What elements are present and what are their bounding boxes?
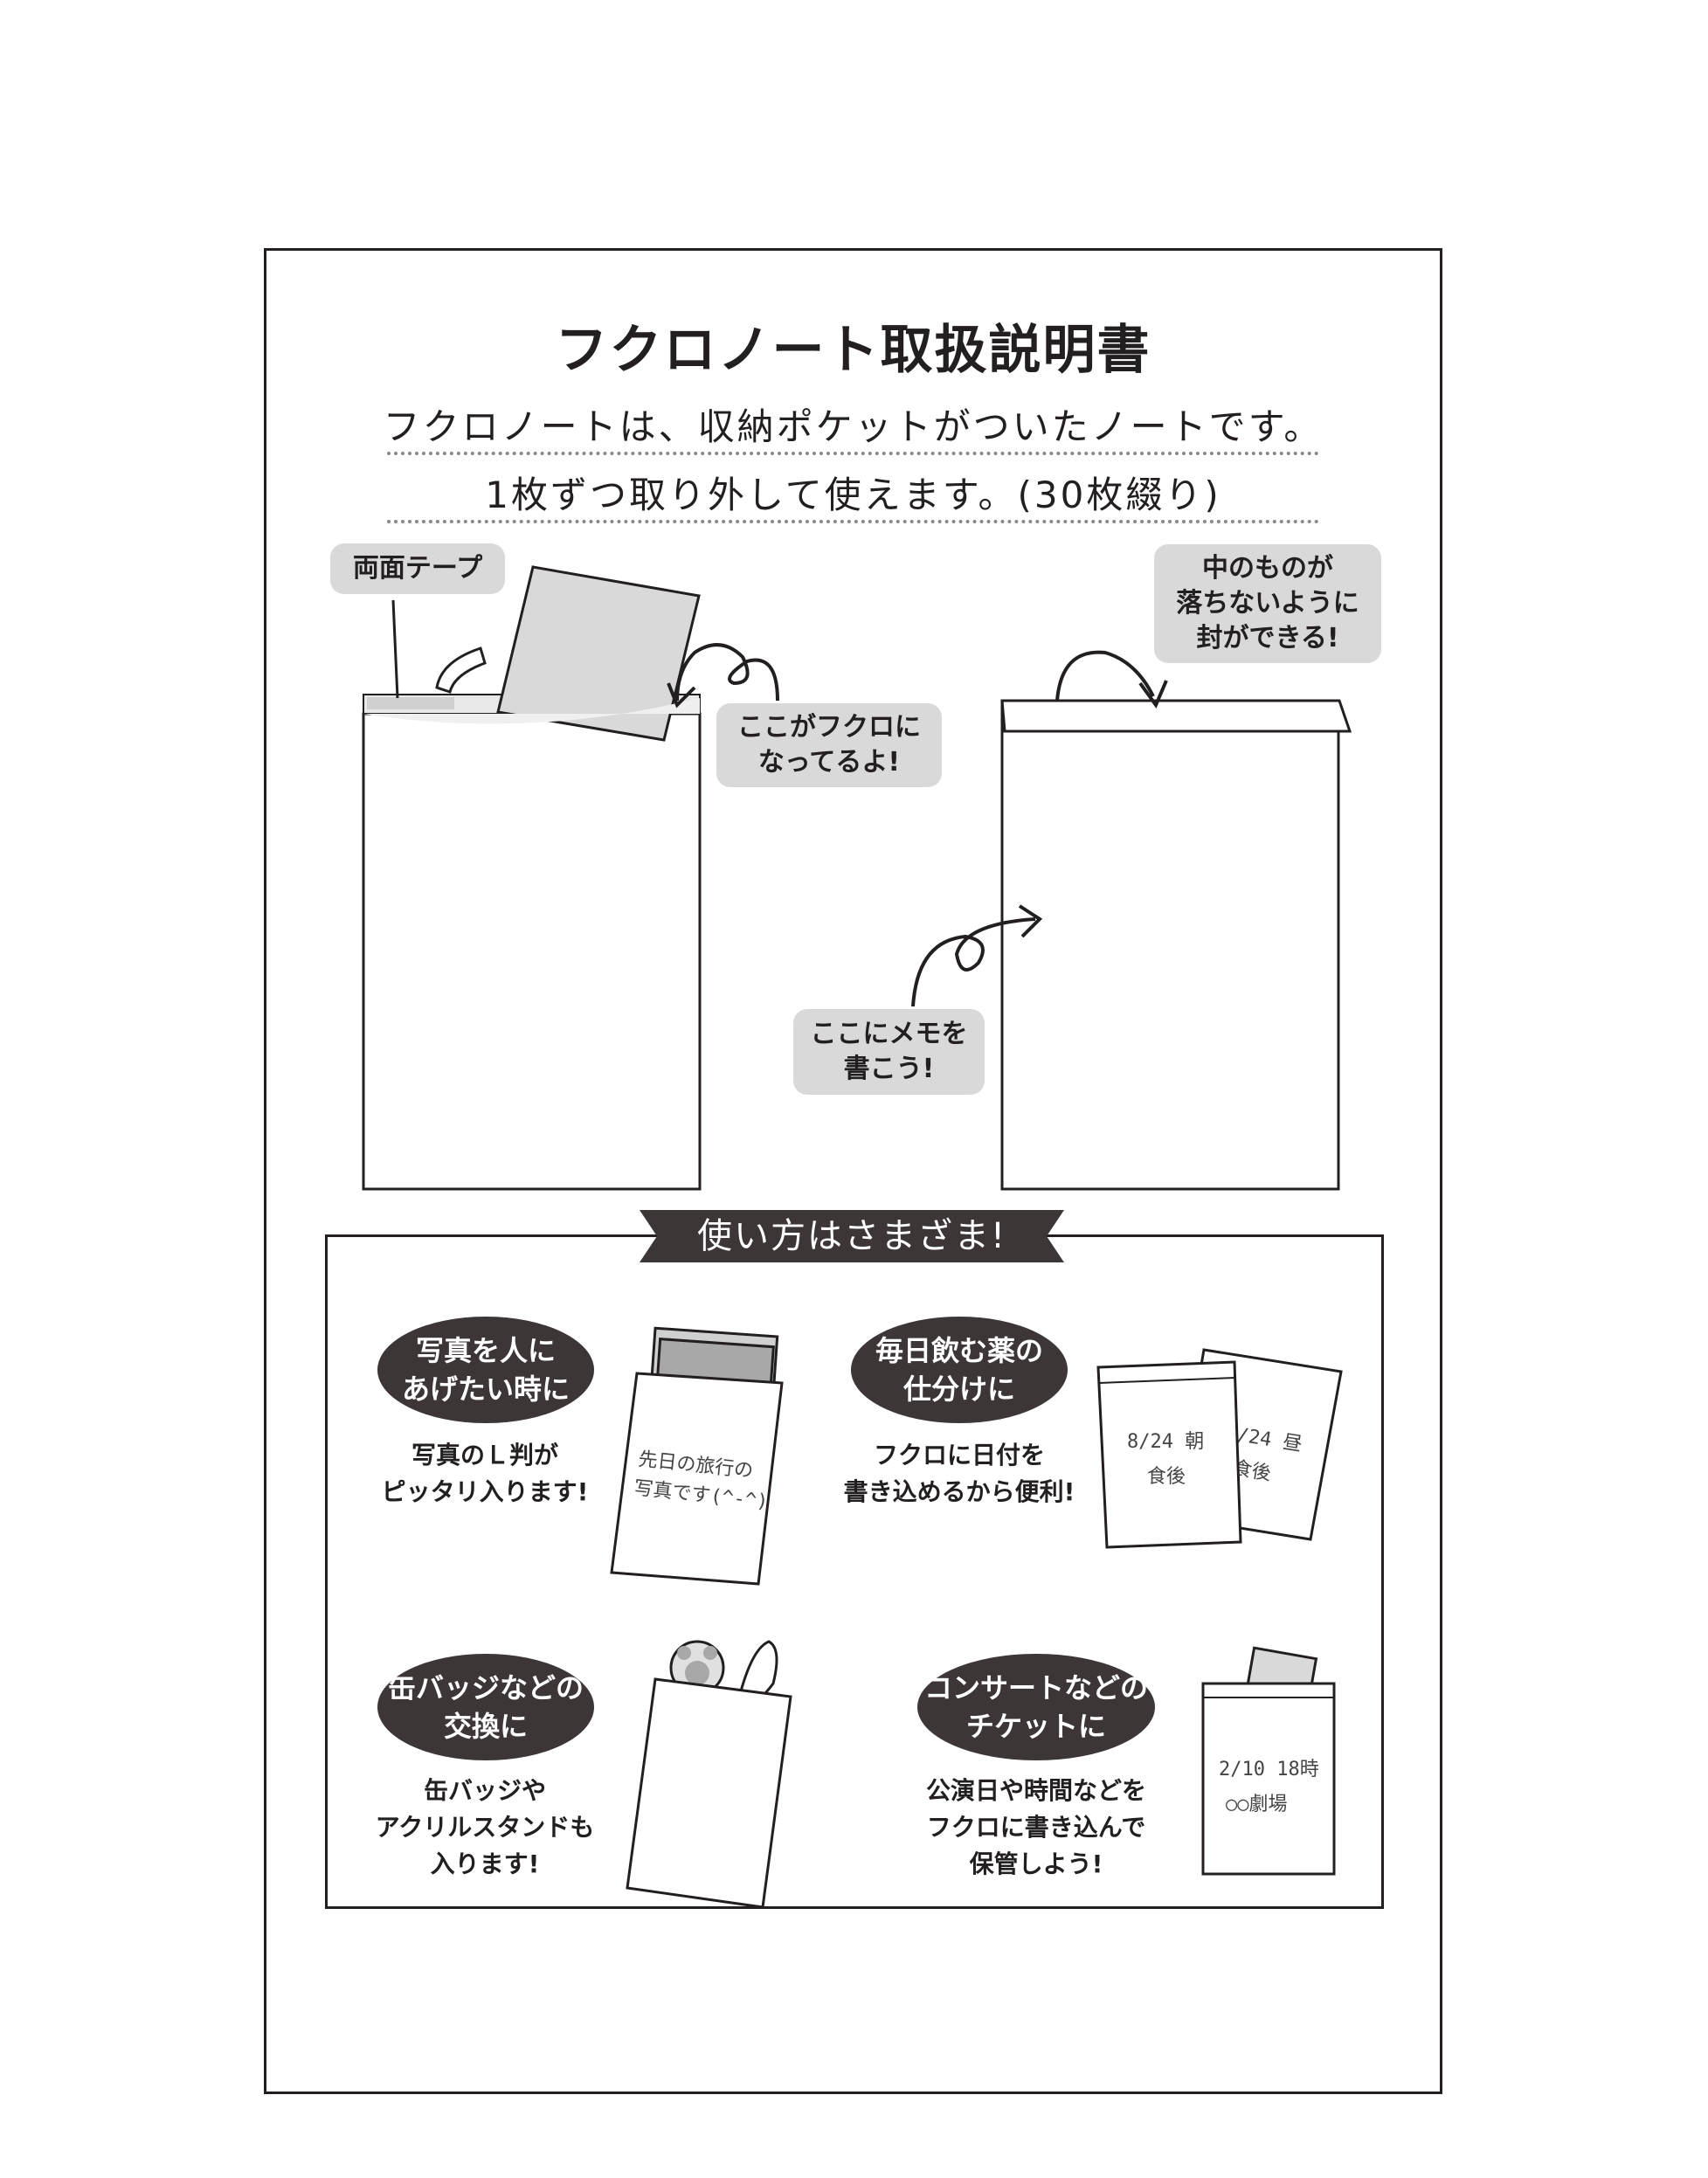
dotted-divider-2 bbox=[387, 520, 1319, 523]
tape-strip bbox=[367, 697, 454, 709]
ticket-pocket-icon bbox=[1201, 1682, 1336, 1876]
dotted-divider-1 bbox=[387, 452, 1319, 455]
usage-photo-title: 写真を人に あげたい時に bbox=[377, 1317, 594, 1423]
curly-arrow-memo bbox=[911, 917, 1036, 1007]
usage-ticket-title: コンサートなどの チケットに bbox=[917, 1654, 1155, 1760]
usage-heading: 使い方はさまざま! bbox=[696, 1216, 1007, 1256]
intro-line-2: 1枚ずつ取り外して使えます。(30枚綴り) bbox=[485, 474, 1221, 516]
usage-ticket-desc: 公演日や時間などを フクロに書き込んで 保管しよう! bbox=[925, 1776, 1146, 1878]
notebook-page-left bbox=[362, 712, 702, 1191]
page-title: フクロノート取扱説明書 bbox=[555, 320, 1151, 381]
ticket-note-line1: 2/10 18時 bbox=[1219, 1759, 1319, 1780]
medicine-note-a2: 食後 bbox=[1147, 1466, 1186, 1488]
badge-pocket-icon bbox=[626, 1677, 792, 1909]
usage-banner bbox=[640, 1210, 1064, 1262]
diagram-illustration bbox=[362, 565, 1352, 1191]
inserted-paper-icon bbox=[496, 565, 701, 742]
arrow-head-pocket bbox=[667, 682, 696, 709]
usage-badge-title: 缶バッジなどの 交換に bbox=[377, 1654, 594, 1760]
usage-medicine-title: 毎日飲む薬の 仕分けに bbox=[851, 1317, 1068, 1423]
photo-pocket-icon bbox=[610, 1372, 784, 1586]
usage-photo-desc: 写真のＬ判が ピッタリ入ります! bbox=[381, 1441, 589, 1506]
seal-label: 中のものが 落ちないように 封ができる! bbox=[1154, 544, 1381, 663]
intro-line-1: フクロノートは、収納ポケットがついたノートです。 bbox=[383, 405, 1324, 448]
pocket-label: ここがフクロに なってるよ! bbox=[716, 703, 942, 787]
usage-badge-desc: 缶バッジや アクリルスタンドも 入ります! bbox=[375, 1776, 595, 1878]
memo-label: ここにメモを 書こう! bbox=[793, 1009, 985, 1095]
arrow-head-seal bbox=[1138, 680, 1168, 709]
usage-medicine-desc: フクロに日付を 書き込めるから便利! bbox=[843, 1441, 1075, 1506]
curve-arrow-seal bbox=[1055, 650, 1155, 702]
medicine-pocket-front-icon bbox=[1096, 1360, 1242, 1549]
ticket-note-line2: ○○劇場 bbox=[1226, 1794, 1288, 1815]
tape-pointer-line bbox=[391, 599, 399, 699]
usage-illustration: 先日の旅行の 写真です(^-^) /24 昼 食後 8/24 朝 食後 2/10… bbox=[610, 1210, 1343, 1909]
curly-arrow-pocket bbox=[675, 643, 779, 702]
peeled-tape-icon bbox=[435, 646, 487, 694]
tape-label: 両面テープ bbox=[330, 543, 505, 594]
instruction-sheet: フクロノート取扱説明書 フクロノートは、収納ポケットがついたノートです。 1枚ず… bbox=[264, 248, 1442, 2094]
arrow-head-memo bbox=[1018, 904, 1043, 938]
medicine-note-a1: 8/24 朝 bbox=[1127, 1431, 1204, 1453]
seal-flap bbox=[1000, 699, 1352, 733]
